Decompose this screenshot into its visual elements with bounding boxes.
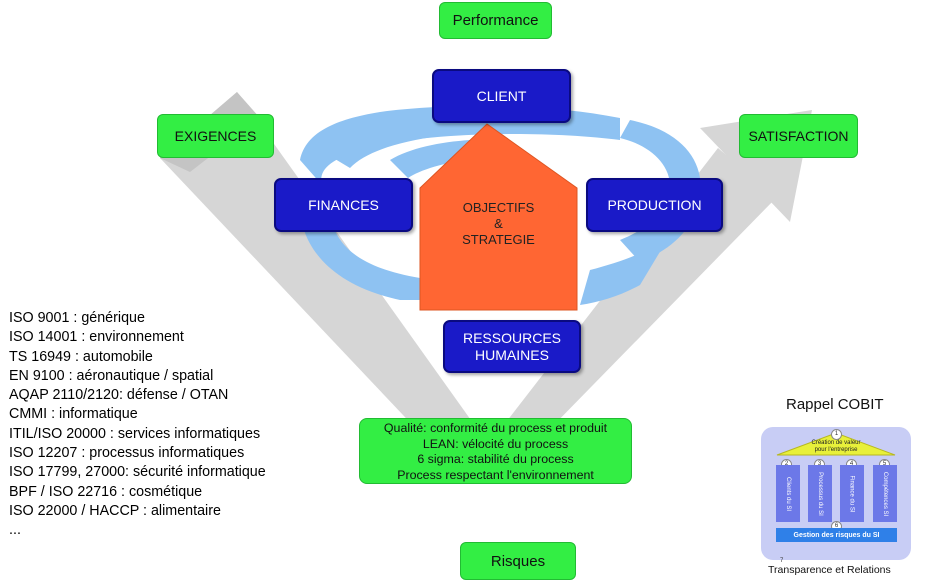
center-line2: & xyxy=(494,216,503,231)
cobit-roof-text: Création de valeur pour l'entreprise xyxy=(800,440,872,454)
cobit-roof-line2: pour l'entreprise xyxy=(814,447,858,453)
performance-box: Performance xyxy=(439,2,552,39)
finances-box: FINANCES xyxy=(274,178,413,232)
cobit-roof-line1: Création de valeur xyxy=(811,440,861,446)
cobit-pillar: Processus du SI xyxy=(808,465,832,522)
iso-item: TS 16949 : automobile xyxy=(9,348,153,365)
iso-standards-list: ISO 9001 : générique ISO 14001 : environ… xyxy=(9,309,266,541)
cobit-pillar-label: Finance du SI xyxy=(849,474,855,513)
cobit-pillar: Compétences SI xyxy=(873,465,897,522)
iso-item: AQAP 2110/2120: défense / OTAN xyxy=(9,387,229,404)
cobit-pillar: Clients du SI xyxy=(776,465,800,522)
cobit-foot-num: 7 xyxy=(780,558,784,564)
rh-label-line2: HUMAINES xyxy=(475,346,549,363)
ressources-humaines-box: RESSOURCES HUMAINES xyxy=(443,320,581,373)
quality-line: Process respectant l'environnement xyxy=(397,467,594,482)
iso-item: CMMI : informatique xyxy=(9,406,138,423)
objectifs-strategie-label: OBJECTIFS & STRATEGIE xyxy=(440,200,557,248)
cobit-base: Gestion des risques du SI xyxy=(776,528,897,542)
iso-item: ISO 17799, 27000: sécurité informatique xyxy=(9,464,266,481)
production-box: PRODUCTION xyxy=(586,178,723,232)
cobit-roof-num: 1 xyxy=(831,429,842,440)
client-box: CLIENT xyxy=(432,69,571,123)
iso-item: EN 9100 : aéronautique / spatial xyxy=(9,367,214,384)
quality-line: 6 sigma: stabilité du process xyxy=(417,452,574,466)
strategy-arrow-icon xyxy=(419,123,578,311)
cobit-footer: Transparence et Relations xyxy=(768,564,891,576)
exigences-box: EXIGENCES xyxy=(157,114,274,158)
iso-item: ISO 22000 / HACCP : alimentaire xyxy=(9,502,221,519)
quality-methods-box: Qualité: conformité du process et produi… xyxy=(359,418,632,484)
iso-item: ITIL/ISO 20000 : services informatiques xyxy=(9,425,261,442)
iso-item: BPF / ISO 22716 : cosmétique xyxy=(9,483,203,500)
iso-item: ISO 12207 : processus informatiques xyxy=(9,445,245,462)
center-line1: OBJECTIFS xyxy=(462,200,535,215)
risques-box: Risques xyxy=(460,542,576,580)
iso-item: ISO 9001 : générique xyxy=(9,310,145,326)
cobit-pillar: Finance du SI xyxy=(840,465,864,522)
cobit-title: Rappel COBIT xyxy=(786,396,884,413)
cobit-pillar-label: Compétences SI xyxy=(882,471,889,516)
quality-line: Qualité: conformité du process et produi… xyxy=(383,421,608,435)
quality-line: LEAN: vélocité du process xyxy=(422,436,569,451)
cobit-pillar-label: Clients du SI xyxy=(785,476,791,511)
satisfaction-box: SATISFACTION xyxy=(739,114,858,158)
cobit-pillar-label: Processus du SI xyxy=(817,471,823,516)
cobit-roof-icon xyxy=(776,432,896,456)
center-line3: STRATEGIE xyxy=(462,232,535,247)
iso-item: ISO 14001 : environnement xyxy=(9,329,184,346)
iso-item: ... xyxy=(9,522,21,539)
rh-label-line1: RESSOURCES xyxy=(462,329,562,346)
